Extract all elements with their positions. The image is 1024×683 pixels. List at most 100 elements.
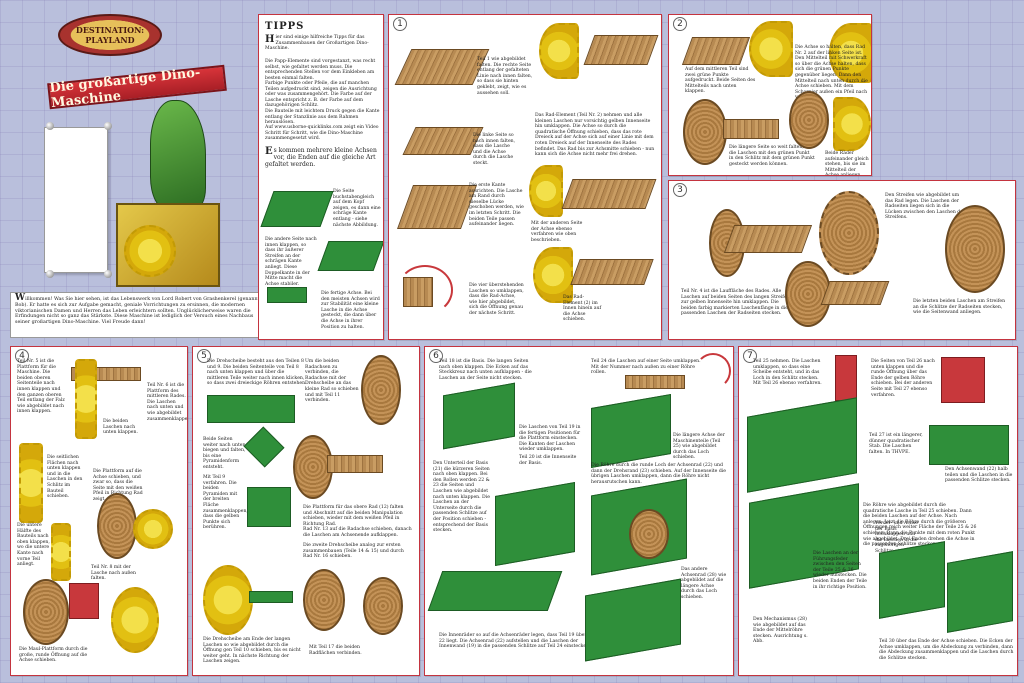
wood-part bbox=[394, 49, 490, 85]
step-text: Den Mechanismus (28) wie abgebildet auf … bbox=[753, 617, 808, 645]
wheel-part bbox=[361, 355, 401, 425]
step-text: Die Drehscheibe am Ende der langen Lasch… bbox=[203, 637, 301, 665]
step-text: Rad Nr. 13 auf die Radachse schieben, da… bbox=[303, 527, 412, 538]
step-text: Auf dem mittleren Teil sind zwei grüne P… bbox=[685, 67, 756, 95]
step-text: Die Laschen von Teil 19 in die fertigen … bbox=[519, 425, 581, 453]
axle-finished-diagram bbox=[267, 287, 307, 303]
green-part bbox=[947, 551, 1013, 633]
gear-icon bbox=[529, 165, 563, 217]
green-part bbox=[879, 541, 945, 619]
gear-icon bbox=[124, 225, 176, 277]
green-part bbox=[591, 393, 671, 469]
arrow-icon bbox=[695, 353, 731, 389]
gear-icon bbox=[533, 247, 573, 303]
wheel-part bbox=[683, 99, 727, 165]
step-text: Teil 30 über das Ende der Achse schieben… bbox=[879, 639, 1014, 661]
step-text: Die seitlichen Flächen nach unten klappe… bbox=[47, 455, 83, 500]
step-text: Die Achse so halten, dass Rad Nr. 2 auf … bbox=[795, 45, 868, 100]
gear-icon bbox=[133, 509, 173, 549]
step-text: Den Unterteil der Basis (21) die kürzere… bbox=[433, 461, 490, 534]
step-text: Beide Seiten weiter nach unten biegen un… bbox=[203, 437, 246, 470]
wheel-part bbox=[303, 569, 345, 631]
step-text: Um die beiden Radachsen zu verbinden, di… bbox=[305, 359, 359, 404]
pin-icon bbox=[46, 122, 54, 130]
green-part bbox=[207, 395, 295, 423]
step-text: Die beiden Laschen nach unten klappen. bbox=[103, 419, 138, 436]
green-part bbox=[929, 425, 1009, 465]
green-part bbox=[747, 397, 857, 493]
wheel-part bbox=[789, 91, 829, 149]
tips-p2: Die Papp-Elemente sind vorgestanzt, was … bbox=[265, 59, 376, 81]
step-text: Teil Nr. 5 ist die Plattform für die Mas… bbox=[17, 359, 65, 415]
wheel-part bbox=[363, 577, 403, 635]
step-text: Mit Teil 9 verfahren. Die beiden Pyramid… bbox=[203, 475, 248, 531]
step-text: Teil 24 die Laschen auf einer Seite umkl… bbox=[591, 359, 701, 376]
wood-part bbox=[625, 375, 685, 389]
green-part bbox=[247, 487, 291, 527]
photo-frame bbox=[44, 127, 108, 273]
step-panel-6: 6 Teil 18 ist die Basis. Die langen Seit… bbox=[424, 346, 734, 676]
yellow-part bbox=[75, 359, 97, 439]
step-text: Mit der anderen Seite der Achse ebenso v… bbox=[531, 221, 583, 243]
gear-icon bbox=[749, 21, 793, 77]
pin-icon bbox=[104, 122, 112, 130]
tips-p3: Farbige Punkte oder Pfeile, die auf manc… bbox=[265, 81, 377, 109]
step-text: Teil 1 wie abgebildet falten. Die rechte… bbox=[477, 57, 533, 96]
red-part bbox=[941, 357, 985, 403]
wood-part bbox=[723, 225, 813, 253]
green-part bbox=[249, 591, 293, 603]
step-text: Die Seiten von Teil 26 nach unten klappe… bbox=[871, 359, 935, 398]
step-text: Das Rad-Element (Teil Nr. 2) nehmen und … bbox=[535, 113, 655, 158]
step-number: 1 bbox=[393, 17, 407, 31]
gear-icon bbox=[111, 587, 159, 653]
wheel-part bbox=[819, 191, 879, 275]
tips-step2: Die andere Seite nach innen klappen, so … bbox=[265, 237, 317, 287]
step-text: Die längere Achse der Maschinenteile (Te… bbox=[673, 433, 725, 461]
tips-title: TIPPS bbox=[265, 21, 305, 32]
step-number: 6 bbox=[429, 349, 443, 363]
step-text: Das Rad-Element (2) im Innen hinein auf … bbox=[563, 295, 602, 323]
step-text: Die linke Seite so nach innen falten, da… bbox=[473, 133, 516, 166]
step-number: 7 bbox=[743, 349, 757, 363]
wood-part bbox=[570, 259, 654, 285]
step-number: 3 bbox=[673, 183, 687, 197]
step-text: Teil Nr. 4 ist die Lauffläche des Rades.… bbox=[681, 289, 793, 317]
dino-model bbox=[150, 100, 206, 210]
wheel-part bbox=[97, 493, 137, 559]
step-text: Die Laschen an der Führungsfeder zwische… bbox=[813, 551, 867, 590]
axle-fold-diagram bbox=[260, 191, 334, 227]
arrow-icon bbox=[397, 265, 453, 315]
step-panel-2: 2 Auf dem mittleren Teil sind zwei grüne… bbox=[668, 14, 872, 176]
yellow-part bbox=[51, 523, 71, 581]
wheel-part bbox=[23, 579, 69, 645]
step-text: Den Streifen wie abgebildet um das Rad l… bbox=[885, 193, 966, 221]
green-part bbox=[495, 481, 575, 567]
step-text: Die erste Kante ausrichten. Die Lasche a… bbox=[469, 183, 524, 228]
step-panel-1: 1 Teil 1 wie abgebildet falten. Die rech… bbox=[388, 14, 662, 340]
gear-icon bbox=[539, 23, 579, 79]
gear-icon bbox=[833, 97, 871, 151]
tips-p5: Auf www.usborne-quicklinks.com zeigt ein… bbox=[265, 125, 379, 142]
step-text: Die Maul-Plattform durch die große, rund… bbox=[19, 647, 88, 664]
step-text: Die Röhre durch die runde Loch der Achse… bbox=[591, 463, 726, 485]
wheel-part bbox=[293, 435, 333, 499]
tips-p4: Die Bauteile mit leichtem Druck gegen di… bbox=[265, 109, 380, 126]
gear-icon bbox=[203, 565, 253, 635]
brand-logo: DESTINATION: PLAYLAND bbox=[58, 14, 162, 56]
step-text: Den Achsenwand (22) halb teilen und die … bbox=[945, 467, 1013, 484]
step-text: Die letzten beiden Laschen am Streifen a… bbox=[913, 299, 1006, 316]
pin-icon bbox=[104, 270, 112, 278]
step-panel-4: 4 Teil Nr. 5 ist die Plattform für die M… bbox=[10, 346, 188, 676]
step-number: 4 bbox=[15, 349, 29, 363]
wood-part bbox=[681, 37, 751, 65]
step-number: 5 bbox=[197, 349, 211, 363]
step-text: Die Drehscheibe besteht aus den Teilen 8… bbox=[207, 359, 307, 387]
step-text: Teil Nr. 8 mit der Lasche nach außen fal… bbox=[91, 565, 136, 582]
step-panel-7: 7 Teil 25 nehmen. Die Laschen umklappen,… bbox=[738, 346, 1018, 676]
step-panel-5: 5 Die Drehscheibe besteht aus den Teilen… bbox=[192, 346, 420, 676]
step-text: Teil 25 nehmen. Die Laschen umklappen, s… bbox=[753, 359, 822, 387]
tips-step1: Die Seite buchstabengleich auf dem Kopf … bbox=[333, 189, 381, 228]
